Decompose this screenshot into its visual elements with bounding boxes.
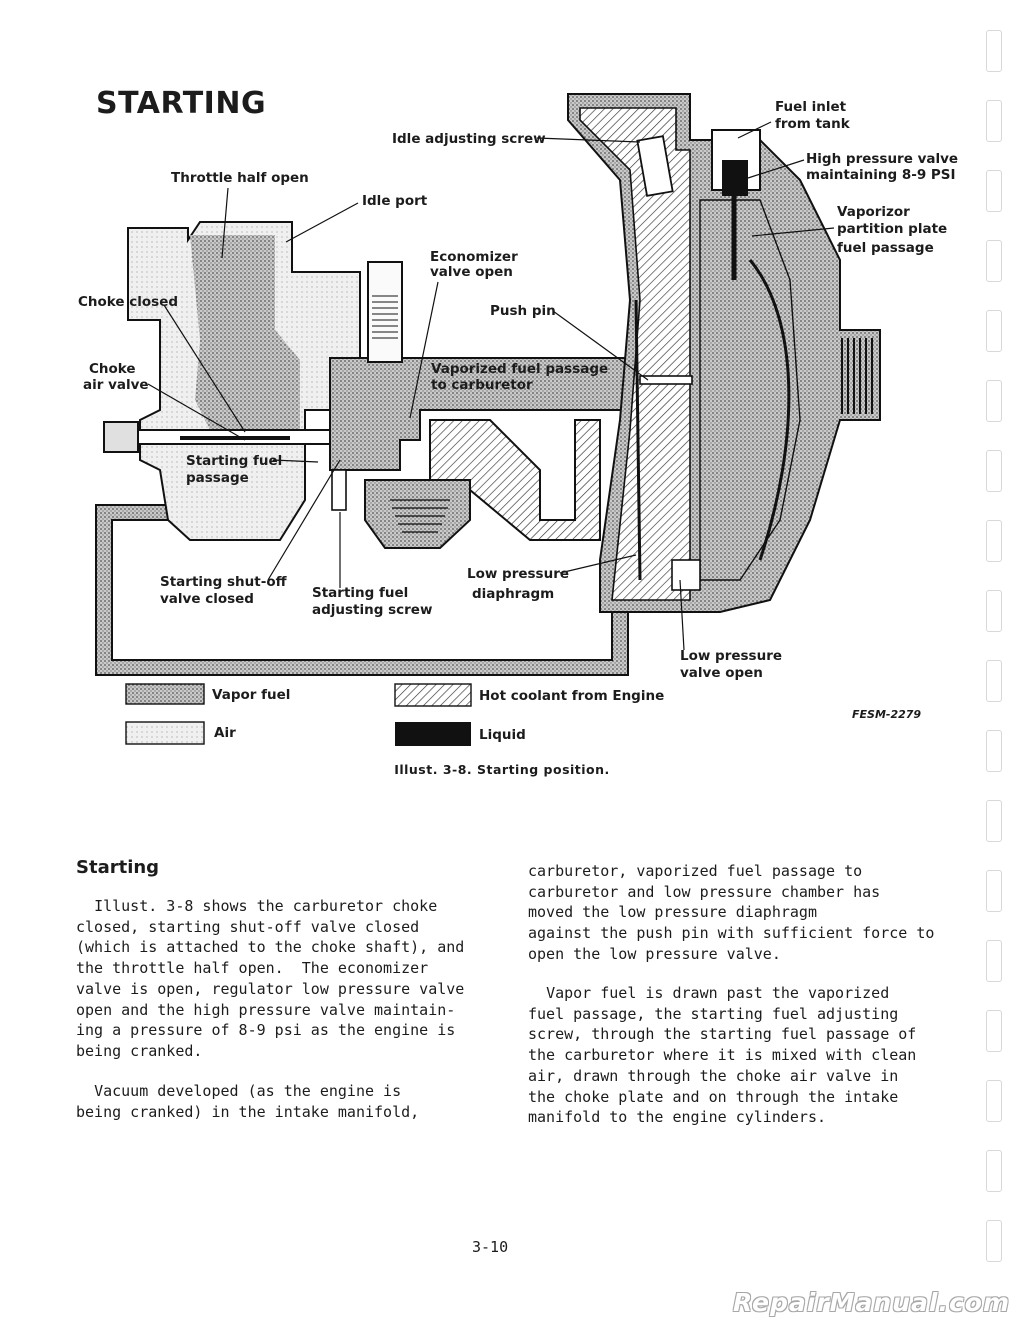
label-vaporizor-1: Vaporizor	[837, 204, 910, 220]
binder-hole	[986, 660, 1002, 702]
legend-label-hot-coolant: Hot coolant from Engine	[479, 688, 664, 704]
legend-swatch-air	[125, 721, 205, 745]
legend-label-air: Air	[214, 725, 236, 741]
binder-hole	[986, 520, 1002, 562]
economizer-valve-body	[367, 261, 403, 363]
label-choke-1: Choke	[89, 361, 136, 377]
label-throttle-half-open: Throttle half open	[171, 170, 309, 186]
binder-hole	[986, 800, 1002, 842]
binder-hole	[986, 1220, 1002, 1262]
legend-swatch-hot-coolant	[394, 683, 472, 707]
page-number: 3-10	[472, 1238, 509, 1256]
column-1-paragraph-1: Illust. 3-8 shows the carburetor choke c…	[76, 897, 465, 1060]
label-starting-fuel-passage-2: passage	[186, 470, 249, 486]
label-economizer-1: Economizer	[430, 249, 518, 265]
label-starting-fuel-adj-1: Starting fuel	[312, 585, 408, 601]
label-vaporizor-3: fuel passage	[837, 240, 934, 256]
label-low-pressure-valve-1: Low pressure	[680, 648, 782, 664]
legend-label-liquid: Liquid	[479, 727, 526, 743]
choke-plate	[180, 436, 290, 440]
label-idle-adjusting-screw: Idle adjusting screw	[392, 131, 546, 147]
binder-hole	[986, 940, 1002, 982]
idle-adjusting-screw	[636, 135, 674, 197]
figure-code: FESM-2279	[852, 708, 921, 721]
label-starting-shutoff-1: Starting shut-off	[160, 574, 288, 590]
legend-swatch-vapor-fuel	[125, 683, 205, 705]
binder-hole	[986, 240, 1002, 282]
binder-hole	[986, 1010, 1002, 1052]
label-starting-fuel-passage-1: Starting fuel	[186, 453, 282, 469]
label-economizer-2: valve open	[430, 264, 513, 280]
low-pressure-diaphragm	[634, 299, 642, 581]
high-pressure-valve-liquid	[722, 160, 748, 196]
vaporizor-partition-plate	[748, 259, 791, 561]
legend: Vapor fuel Air Hot coolant from Engine L…	[125, 683, 664, 746]
carburetor-vapor-zone	[190, 235, 300, 445]
label-choke-closed: Choke closed	[78, 294, 178, 310]
starting-fuel-spring	[390, 499, 450, 533]
section-heading: Starting	[76, 857, 160, 878]
column-2-paragraph-1: carburetor, vaporized fuel passage to ca…	[528, 862, 935, 963]
legend-label-vapor-fuel: Vapor fuel	[212, 687, 290, 703]
choke-shaft-nut	[103, 421, 139, 453]
label-vaporized-passage-1: Vaporized fuel passage	[431, 361, 608, 377]
binder-hole	[986, 30, 1002, 72]
label-starting-shutoff-2: valve closed	[160, 591, 254, 607]
label-low-pressure-valve-2: valve open	[680, 665, 763, 681]
low-pressure-valve	[671, 559, 701, 591]
binder-hole	[986, 1080, 1002, 1122]
watermark: RepairManual.com	[733, 1288, 1010, 1317]
label-idle-port: Idle port	[362, 193, 428, 209]
label-high-pressure-1: High pressure valve	[806, 151, 958, 167]
label-starting-fuel-adj-2: adjusting screw	[312, 602, 432, 618]
binder-hole	[986, 590, 1002, 632]
label-low-pressure-diaphragm-1: Low pressure	[467, 566, 569, 582]
binder-hole	[986, 380, 1002, 422]
label-vaporizor-2: partition plate	[837, 221, 947, 237]
label-vaporized-passage-2: to carburetor	[431, 377, 533, 393]
label-high-pressure-2: maintaining 8-9 PSI	[806, 167, 956, 183]
label-low-pressure-diaphragm-2: diaphragm	[472, 586, 554, 602]
column-2-paragraph-2: Vapor fuel is drawn past the vaporized f…	[528, 984, 917, 1127]
column-1-paragraph-2: Vacuum developed (as the engine is being…	[76, 1082, 420, 1121]
binder-hole	[986, 730, 1002, 772]
binder-hole	[986, 310, 1002, 352]
binder-hole	[986, 450, 1002, 492]
vaporizer-inner-zone	[699, 199, 801, 581]
starting-fuel-chamber	[364, 479, 471, 549]
binder-hole	[986, 870, 1002, 912]
carburetor-vaporizer-diagram: Idle adjusting screw Throttle half open …	[78, 93, 958, 746]
vaporizer-fins	[841, 338, 873, 414]
binder-hole	[986, 100, 1002, 142]
page-title: STARTING	[96, 86, 267, 121]
label-fuel-inlet-2: from tank	[775, 116, 851, 132]
label-fuel-inlet-1: Fuel inlet	[775, 99, 847, 115]
starting-fuel-adjusting-screw	[331, 469, 347, 511]
push-pin	[639, 375, 693, 385]
binder-hole	[986, 1150, 1002, 1192]
label-push-pin: Push pin	[490, 303, 556, 319]
binder-hole	[986, 170, 1002, 212]
vaporizer-coolant-passage	[579, 107, 691, 601]
legend-swatch-liquid	[395, 722, 471, 746]
label-choke-2: air valve	[83, 377, 149, 393]
figure-caption: Illust. 3-8. Starting position.	[394, 762, 610, 777]
